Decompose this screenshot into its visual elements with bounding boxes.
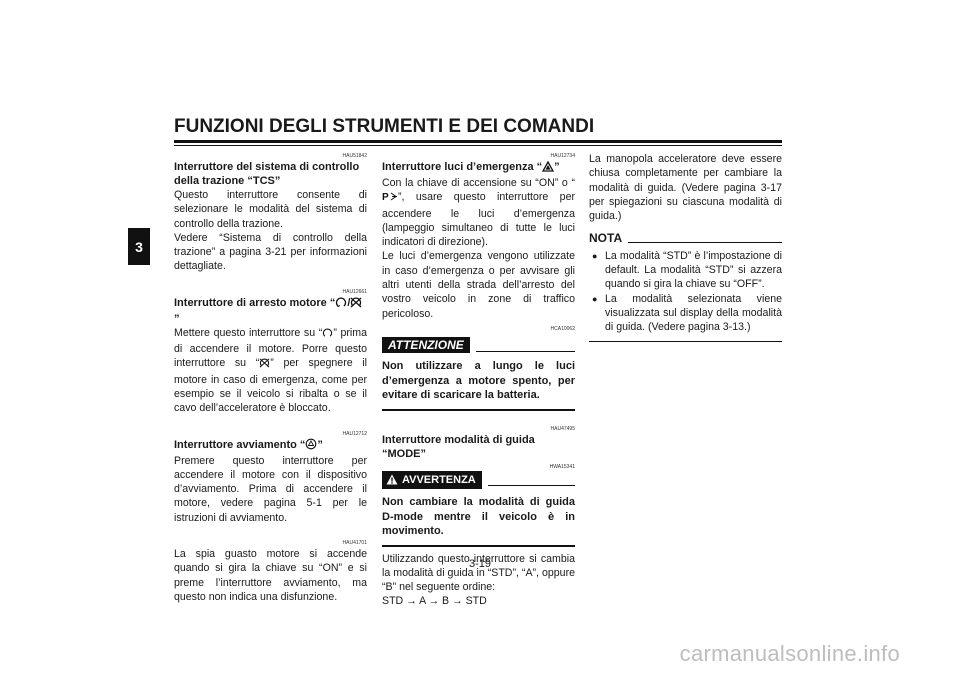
engine-run-icon [322,328,333,342]
svg-text:P: P [382,192,389,202]
hazard-switch-heading: Interruttore luci d’emergenza “” [382,160,575,176]
note-item: La modalità selezionata viene visualizza… [589,292,782,335]
engine-stop-heading: Interruttore di arresto motore “/” [174,296,367,326]
title-rule [174,140,782,143]
note-end-rule [589,340,782,342]
throttle-text: La manopola acceleratore deve essere chi… [589,153,782,223]
start-switch-icon [305,438,317,454]
caution-header: ATTENZIONE [382,336,575,354]
note-label: NOTA [589,231,623,246]
watermark: carmanualsonline.info [679,641,900,666]
note-list: La modalità “STD” è l’impostazione di de… [589,249,782,335]
ref-code: HAU12661 [342,288,367,295]
page-title: FUNZIONI DEGLI STRUMENTI E DEI COMANDI [174,116,595,137]
start-switch-text: Premere questo interruttore per accender… [174,454,367,524]
warning-text: Non cambiare la modalità di guida D-mode… [382,495,575,547]
engine-stop-text: Mettere questo interruttore su “” prima … [174,326,367,415]
engine-stop-icon [350,297,362,312]
engine-run-icon [335,297,347,312]
hazard-switch-text-2: Le luci d’emergenza vengono utilizzate i… [382,250,575,320]
warning-label: AVVERTENZA [382,470,482,490]
tcs-switch-text-2: Vedere “Sistema di controllo della trazi… [174,231,367,273]
ref-code: HAU12712 [342,430,367,437]
title-rule-thin [174,145,782,146]
page-number: 3-19 [468,558,492,570]
tcs-switch-text: Questo interruttore consente di selezion… [174,189,367,230]
warning-triangle-icon [386,474,398,485]
chapter-tab: 3 [128,228,150,265]
ref-code: HAU12734 [550,153,575,159]
ref-code: HCA10062 [550,325,575,332]
mode-switch-heading: Interruttore modalità di guida “MODE” [382,433,535,460]
tcs-switch-heading: Interruttore del sistema di controllo de… [174,161,360,187]
warning-header: AVVERTENZA [382,470,575,490]
caution-label: ATTENZIONE [382,336,470,354]
column-left: HAU51842 Interruttore del sistema di con… [174,152,367,604]
engine-stop-icon [259,358,270,372]
ref-code: HWA15341 [549,463,575,470]
park-icon: P [382,191,398,206]
column-right: La manopola acceleratore deve essere chi… [589,152,782,342]
column-middle: HAU12734 Interruttore luci d’emergenza “… [382,152,575,609]
note-header: NOTA [589,231,782,245]
hazard-triangle-icon [542,160,555,176]
ref-code: HAU47495 [550,425,575,432]
start-switch-heading: Interruttore avviamento “” [174,438,367,454]
mode-switch-text: Utilizzando questo interruttore si cambi… [382,552,575,594]
malfunction-light-text: La spia guasto motore si accende quando … [174,548,367,603]
hazard-switch-text: Con la chiave di accensione su “ON” o “P… [382,177,575,249]
mode-sequence: STD → A → B → STD [382,595,487,608]
note-item: La modalità “STD” è l’impostazione di de… [589,249,782,292]
caution-text: Non utilizzare a lungo le luci d’emergen… [382,359,575,411]
ref-code: HAU41701 [342,540,367,547]
ref-code: HAU51842 [342,153,367,159]
